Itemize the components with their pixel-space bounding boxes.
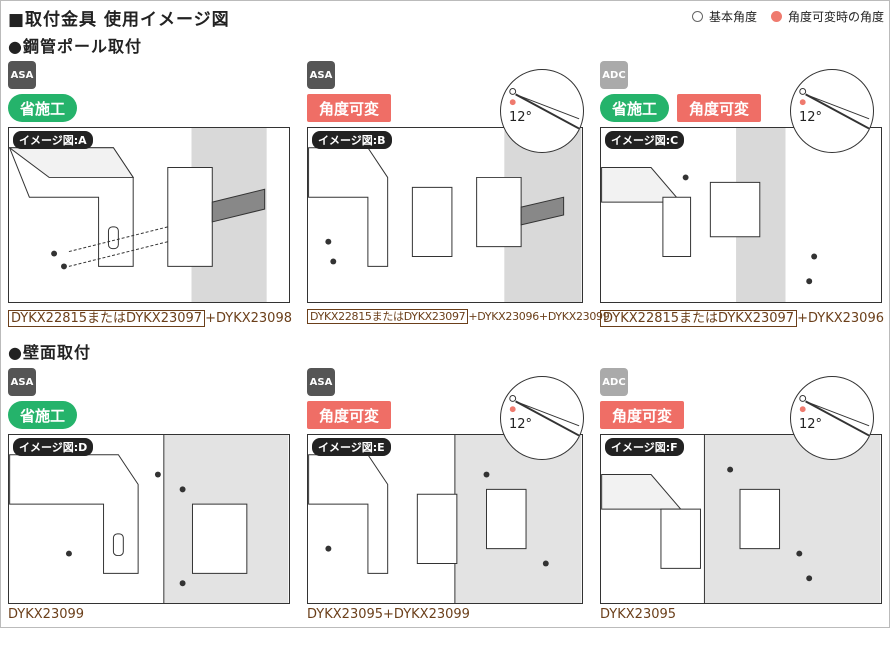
angle-value: 12°	[799, 417, 823, 432]
angle-value: 12°	[509, 417, 533, 432]
part-code: DYKX23095	[600, 607, 677, 622]
tag-variable-angle: 角度可変	[307, 94, 392, 122]
section-title-wall: ●壁面取付	[8, 343, 91, 362]
diagram-a-drawing	[9, 128, 267, 302]
basic-angle-dot-icon	[691, 11, 703, 22]
diagram-f-drawing	[601, 435, 881, 603]
material-badge: ADC	[600, 61, 628, 89]
part-code-box: DYKX22815またはDYKX23097	[307, 309, 469, 324]
page-title: ■取付金具 使用イメージ図	[8, 10, 230, 30]
diagram-e: イメージ図:E	[307, 434, 583, 604]
tag-variable-angle: 角度可変	[600, 401, 685, 429]
image-label: イメージ図:C	[605, 131, 685, 149]
part-code-rest: +DYKX23098	[205, 311, 292, 326]
tag-easy-install: 省施工	[8, 94, 78, 122]
diagram-d: イメージ図:D	[8, 434, 290, 604]
part-code: DYKX22815またはDYKX23097+DYKX23096	[600, 307, 884, 327]
diagram-a: イメージ図:A	[8, 127, 290, 303]
angle-detail-circle: 12°	[500, 376, 584, 460]
part-code: DYKX23095+DYKX23099	[307, 607, 470, 622]
material-badge: ASA	[8, 368, 36, 396]
part-code: DYKX23099	[8, 607, 85, 622]
angle-value: 12°	[509, 110, 533, 125]
image-label: イメージ図:B	[312, 131, 392, 149]
diagram-d-drawing	[9, 435, 289, 603]
legend-variable-label: 角度可変時の角度	[787, 10, 884, 24]
diagram-b-drawing	[308, 128, 582, 302]
diagram-c: イメージ図:C	[600, 127, 882, 303]
part-code-rest: +DYKX23096	[797, 311, 884, 326]
image-label: イメージ図:E	[312, 438, 391, 456]
part-code-box: DYKX22815またはDYKX23097	[8, 310, 206, 327]
cell-b: ASA 角度可変 イメージ図:B 12° DYKX22815またはDYKX230…	[307, 61, 610, 361]
material-badge: ASA	[307, 61, 335, 89]
cell-f: ADC 角度可変 イメージ図:F 12° DYKX23095	[600, 368, 882, 668]
cell-d: ASA 省施工 イメージ図:D DYKX23099	[8, 368, 290, 668]
part-code: DYKX22815またはDYKX23097+DYKX23098	[8, 307, 292, 327]
angle-value: 12°	[799, 110, 823, 125]
angle-legend: 基本角度 角度可変時の角度	[691, 8, 884, 25]
diagram-b: イメージ図:B	[307, 127, 583, 303]
tag-variable-angle: 角度可変	[307, 401, 392, 429]
angle-detail-circle: 12°	[790, 376, 874, 460]
cell-e: ASA 角度可変 イメージ図:E 12° DYKX23095+DYKX23099	[307, 368, 589, 668]
part-code-rest: +DYKX23096+DYKX23099	[468, 310, 610, 323]
angle-detail-circle: 12°	[790, 69, 874, 153]
tag-easy-install: 省施工	[600, 94, 670, 122]
image-label: イメージ図:D	[13, 438, 94, 456]
cell-c: ADC 省施工 角度可変 イメージ図:C 12° DYKX22815またはDYK…	[600, 61, 884, 361]
tag-easy-install: 省施工	[8, 401, 78, 429]
part-code: DYKX22815またはDYKX23097+DYKX23096+DYKX2309…	[307, 308, 610, 324]
part-code-box: DYKX22815またはDYKX23097	[600, 310, 798, 327]
section-title-pole: ●鋼管ポール取付	[8, 37, 142, 56]
diagram-f: イメージ図:F	[600, 434, 882, 604]
material-badge: ADC	[600, 368, 628, 396]
variable-angle-dot-icon	[770, 11, 782, 22]
image-label: イメージ図:A	[13, 131, 93, 149]
material-badge: ASA	[307, 368, 335, 396]
diagram-c-drawing	[601, 128, 818, 302]
tag-variable-angle: 角度可変	[677, 94, 762, 122]
angle-detail-circle: 12°	[500, 69, 584, 153]
legend-basic-label: 基本角度	[708, 10, 757, 24]
cell-a: ASA 省施工 イメージ図:A DYKX22815またはDYKX23097+DY…	[8, 61, 292, 361]
material-badge: ASA	[8, 61, 36, 89]
diagram-e-drawing	[308, 435, 582, 603]
image-label: イメージ図:F	[605, 438, 684, 456]
